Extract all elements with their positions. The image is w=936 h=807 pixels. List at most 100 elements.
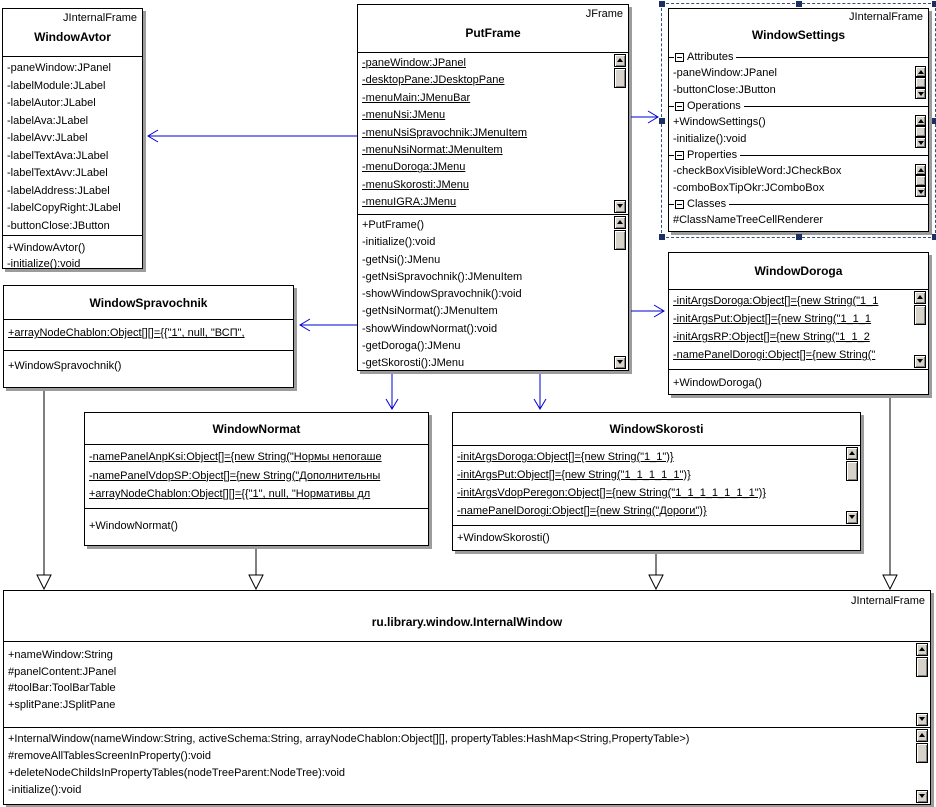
attribute-row[interactable]: -menuNsiSpravochnik:JMenuItem [362,126,528,139]
selection-handle[interactable] [795,1,802,7]
scroll-down-button[interactable] [915,137,926,148]
method-row[interactable]: +InternalWindow(nameWindow:String, activ… [8,733,690,745]
attribute-row[interactable]: #toolBar:ToolBarTable [8,682,116,694]
scroll-thumb[interactable] [614,230,626,250]
dependency-arrow-putframe-to-windowspravochnik[interactable] [299,318,357,332]
attribute-row[interactable]: -labelCopyRight:JLabel [7,202,121,214]
dependency-arrow-putframe-to-windowsettings[interactable] [631,110,659,124]
scroll-thumb[interactable] [846,461,858,481]
scroll-up-button[interactable] [614,54,626,67]
scroll-down-button[interactable] [614,356,626,369]
method-row[interactable]: -getNsiNormat():JMenuItem [362,305,498,318]
attribute-row[interactable]: -buttonClose:JButton [673,83,776,96]
scroll-up-button[interactable] [915,115,926,126]
scroll-down-button[interactable] [916,713,928,726]
attribute-row[interactable]: -menuSkorosti:JMenu [362,178,469,191]
dependency-arrow-putframe-to-windowdoroga[interactable] [631,304,665,318]
class-box-windowavtor[interactable]: JInternalFrame WindowAvtor -paneWindow:J… [2,8,143,269]
method-row[interactable]: +WindowSettings() [673,116,766,128]
class-box-putframe[interactable]: JFrame PutFrame -paneWindow:JPanel-deskt… [357,4,629,371]
method-row[interactable]: -initialize():void [8,784,82,796]
attribute-row[interactable]: -labelAva:JLabel [7,114,89,127]
scroll-thumb[interactable] [916,657,928,677]
method-row[interactable]: -initialize():void [362,236,436,249]
attribute-row[interactable]: -labelTextAvv:JLabel [7,167,108,179]
collapse-icon[interactable] [675,52,684,62]
method-row[interactable]: -showWindowNormat():void [362,322,498,335]
method-row[interactable]: +WindowSpravochnik() [8,360,122,372]
generalization-windownormat-to-internalwindow[interactable] [248,549,264,591]
selection-handle[interactable] [795,234,802,240]
vertical-scrollbar[interactable] [913,290,928,369]
method-row[interactable]: +WindowAvtor() [7,242,86,254]
attribute-row[interactable]: -buttonClose:JButton [7,219,110,232]
attribute-row[interactable]: -paneWindow:JPanel [7,62,111,74]
attribute-row[interactable]: -initArgsRP:Object[]={new String("1_1_2 [673,331,870,343]
scroll-thumb[interactable] [916,743,928,763]
method-row[interactable]: +WindowDoroga() [673,377,762,389]
property-row[interactable]: -checkBoxVisibleWord:JCheckBox [673,165,842,177]
dependency-arrow-putframe-to-windownormat[interactable] [385,374,399,410]
vertical-scrollbar[interactable] [613,53,628,214]
attribute-row[interactable]: -initArgsDoroga:Object[]={new String("1_… [457,451,674,463]
attribute-row[interactable]: -initArgsPut:Object[]={new String("1_1_1 [673,313,872,325]
class-box-windownormat[interactable]: WindowNormat -namePanelAnpKsi:Object[]={… [84,412,429,546]
attribute-row[interactable]: +arrayNodeChablon:Object[][]={{"1", null… [89,488,371,500]
generalization-windowdoroga-to-internalwindow[interactable] [882,398,898,591]
scroll-thumb[interactable] [915,126,926,137]
vertical-scrollbar[interactable] [914,65,927,99]
class-box-internalwindow[interactable]: JInternalFrame ru.library.window.Interna… [3,590,931,805]
attribute-row[interactable]: -labelModule:JLabel [7,79,106,92]
method-row[interactable]: +PutFrame() [362,219,425,231]
selection-handle[interactable] [659,117,665,124]
generalization-windowspravochnik-to-internalwindow[interactable] [36,391,52,591]
class-box-windowdoroga[interactable]: WindowDoroga -initArgsDoroga:Object[]={n… [668,252,929,395]
method-row[interactable]: +WindowNormat() [89,520,178,532]
scroll-down-button[interactable] [915,186,926,197]
scroll-down-button[interactable] [915,88,926,99]
selection-handle[interactable] [659,1,665,7]
scroll-down-button[interactable] [614,200,626,213]
attribute-row[interactable]: -namePanelVdopSP:Object[]={new String("Д… [89,469,381,482]
dependency-arrow-putframe-to-windowskorosti[interactable] [533,374,547,410]
class-row[interactable]: #ClassNameTreeCellRenderer [673,214,823,226]
class-box-windowspravochnik[interactable]: WindowSpravochnik +arrayNodeChablon:Obje… [3,285,294,388]
attribute-row[interactable]: -menuMain:JMenuBar [362,91,471,104]
scroll-up-button[interactable] [846,447,858,460]
attribute-row[interactable]: -labelAutor:JLabel [7,97,96,109]
scroll-thumb[interactable] [915,175,926,186]
selection-handle[interactable] [932,117,936,124]
selection-handle[interactable] [659,234,665,240]
method-row[interactable]: +deleteNodeChildsInPropertyTables(nodeTr… [8,767,346,779]
attribute-row[interactable]: +splitPane:JSplitPane [8,698,116,711]
attribute-row[interactable]: +nameWindow:String [8,649,113,661]
scroll-up-button[interactable] [915,66,926,77]
attribute-row[interactable]: -namePanelDorogi:Object[]={new String("Д… [457,505,707,517]
attribute-row[interactable]: -initArgsVdopPeregon:Object[]={new Strin… [457,487,766,499]
selection-handle[interactable] [932,1,936,7]
method-row[interactable]: -initialize():void [673,132,747,145]
vertical-scrollbar[interactable] [845,446,860,525]
method-row[interactable]: -getDoroga():JMenu [362,340,461,353]
collapse-icon[interactable] [675,101,684,111]
attribute-row[interactable]: #panelContent:JPanel [8,665,117,678]
selection-handle[interactable] [932,234,936,240]
method-row[interactable]: #removeAllTablesScreenInProperty():void [8,750,211,762]
attribute-row[interactable]: -paneWindow:JPanel [673,67,777,79]
vertical-scrollbar[interactable] [915,728,930,804]
attribute-row[interactable]: +arrayNodeChablon:Object[][]={{"1", null… [8,327,245,339]
scroll-up-button[interactable] [916,643,928,656]
method-row[interactable]: +WindowSkorosti() [457,532,550,544]
class-box-windowskorosti[interactable]: WindowSkorosti -initArgsDoroga:Object[]=… [452,412,861,551]
scroll-down-button[interactable] [914,355,926,368]
vertical-scrollbar[interactable] [914,114,927,148]
attribute-row[interactable]: -namePanelDorogi:Object[]={new String(" [673,349,876,361]
property-row[interactable]: -comboBoxTipOkr:JComboBox [673,181,825,194]
attribute-row[interactable]: -initArgsPut:Object[]={new String("1_1_1… [457,469,691,481]
scroll-up-button[interactable] [914,291,926,304]
scroll-down-button[interactable] [846,511,858,524]
scroll-thumb[interactable] [914,305,926,325]
scroll-up-button[interactable] [614,216,626,229]
scroll-up-button[interactable] [916,729,928,742]
vertical-scrollbar[interactable] [613,215,628,370]
